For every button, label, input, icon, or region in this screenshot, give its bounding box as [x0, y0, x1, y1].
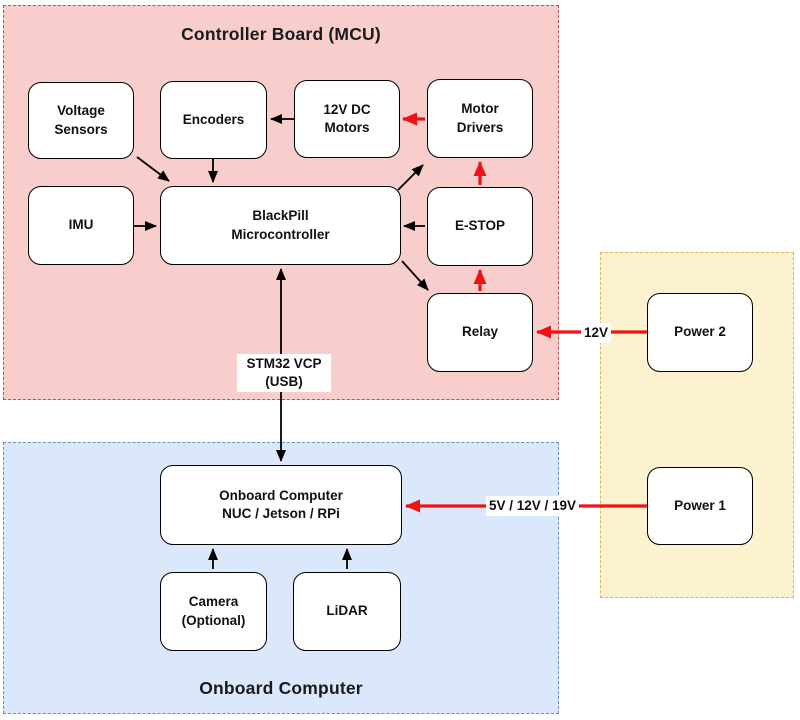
node-voltage-sensors: Voltage Sensors — [28, 82, 134, 159]
node-12v-dc-motors-label: 12V DC Motors — [323, 101, 371, 135]
node-lidar: LiDAR — [293, 572, 401, 651]
node-onboard-computer: Onboard Computer NUC / Jetson / RPi — [160, 465, 402, 545]
node-power-2-label: Power 2 — [674, 324, 726, 340]
node-power-1: Power 1 — [647, 467, 753, 545]
node-blackpill-label: BlackPill Microcontroller — [231, 208, 330, 242]
node-encoders-label: Encoders — [182, 111, 245, 127]
node-voltage-sensors-label: Voltage Sensors — [54, 103, 108, 137]
node-relay: Relay — [427, 293, 533, 372]
mcu-region-title: Controller Board (MCU) — [181, 24, 381, 44]
node-12v-dc-motors: 12V DC Motors — [294, 80, 400, 158]
node-imu-label: IMU — [68, 217, 94, 233]
power2-voltage-label: 12V — [581, 323, 612, 344]
node-onboard-computer-label: Onboard Computer NUC / Jetson / RPi — [219, 487, 343, 521]
node-camera-label: Camera (Optional) — [181, 594, 246, 628]
node-imu: IMU — [28, 186, 134, 265]
node-estop-label: E-STOP — [454, 218, 505, 234]
node-relay-label: Relay — [461, 324, 499, 340]
node-blackpill-microcontroller: BlackPill Microcontroller — [160, 186, 401, 265]
node-power-2: Power 2 — [647, 293, 753, 372]
usb-connection-label: STM32 VCP (USB) — [237, 354, 331, 393]
node-motor-drivers-label: Motor Drivers — [456, 101, 504, 135]
node-power-1-label: Power 1 — [674, 497, 726, 513]
node-lidar-label: LiDAR — [326, 603, 368, 619]
node-encoders: Encoders — [160, 81, 267, 159]
power1-voltage-label: 5V / 12V / 19V — [486, 496, 580, 517]
node-camera: Camera (Optional) — [160, 572, 267, 651]
node-motor-drivers: Motor Drivers — [427, 79, 533, 158]
onboard-region-title: Onboard Computer — [199, 678, 363, 698]
node-estop: E-STOP — [427, 187, 533, 266]
